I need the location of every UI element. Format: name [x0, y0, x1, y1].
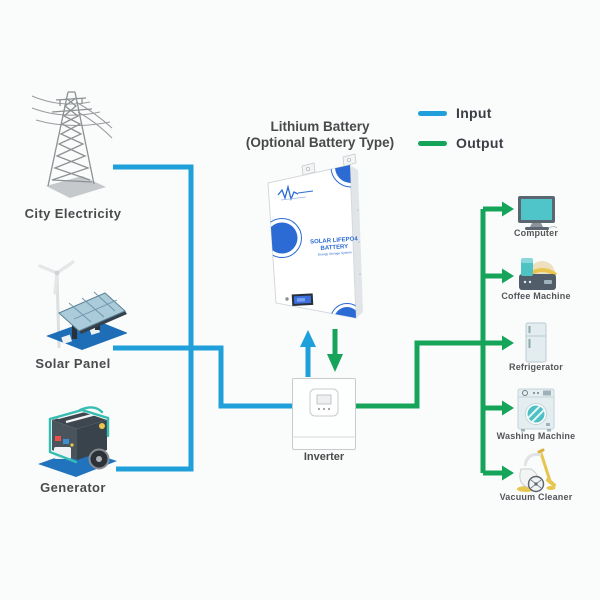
output-arrowhead-down-icon	[327, 354, 343, 372]
refrigerator-label: Refrigerator	[509, 362, 563, 372]
legend-input-label: Input	[456, 105, 492, 121]
output-arrowheads	[327, 201, 514, 481]
generator-label: Generator	[40, 480, 106, 495]
input-line-solar-to-inverter	[113, 345, 292, 409]
vacuum-cleaner-label: Vacuum Cleaner	[499, 492, 573, 502]
city-electricity-label: City Electricity	[24, 206, 122, 221]
legend-input-row: Input	[418, 104, 504, 122]
input-lines	[113, 164, 311, 472]
legend: Input Output	[418, 104, 504, 164]
legend-output-row: Output	[418, 134, 504, 152]
inverter-icon	[292, 378, 356, 450]
battery-button-icon	[285, 297, 289, 301]
arrowhead-refrigerator-icon	[502, 335, 514, 351]
transmission-tower-icon	[31, 91, 113, 198]
computer-label: Computer	[513, 228, 559, 238]
output-line-swatch-icon	[418, 140, 447, 146]
battery-brand-line3: Energy Storage System	[318, 250, 352, 256]
vacuum-cleaner-icon	[517, 448, 556, 493]
solar-panel-wind-turbine-icon	[38, 260, 127, 350]
arrowhead-washing-machine-icon	[502, 400, 514, 416]
output-line-inverter-to-trunk	[355, 340, 483, 409]
battery-brand-line2: BATTERY	[320, 244, 348, 252]
refrigerator-icon	[525, 322, 547, 363]
washing-machine-label: Washing Machine	[496, 431, 576, 441]
input-line-city-generator	[113, 164, 194, 472]
inverter-label: Inverter	[303, 451, 345, 463]
wall-mounted-lithium-battery-icon: SOLAR LIFEPO4 BATTERY Energy Storage Sys…	[267, 153, 363, 319]
legend-output-label: Output	[456, 135, 504, 151]
battery-display-icon	[291, 293, 314, 307]
input-line-swatch-icon	[418, 110, 447, 116]
battery-logo-waveform-icon	[277, 184, 314, 202]
battery-title-line2: (Optional Battery Type)	[245, 135, 395, 150]
battery-title-line1: Lithium Battery	[270, 119, 370, 134]
portable-generator-icon	[38, 406, 117, 477]
battery-brand-line1: SOLAR LIFEPO4	[310, 236, 359, 245]
solar-panel-label: Solar Panel	[35, 356, 111, 371]
arrowhead-vacuum-cleaner-icon	[502, 465, 514, 481]
coffee-machine-icon	[519, 258, 558, 290]
coffee-machine-label: Coffee Machine	[501, 291, 571, 301]
output-lines	[332, 206, 502, 476]
arrowhead-computer-icon	[502, 201, 514, 217]
input-arrowhead-up-icon	[300, 330, 316, 347]
arrowhead-coffee-machine-icon	[502, 268, 514, 284]
washing-machine-icon	[517, 388, 555, 432]
computer-monitor-icon	[518, 196, 558, 230]
battery-title: Lithium Battery (Optional Battery Type)	[200, 119, 440, 151]
